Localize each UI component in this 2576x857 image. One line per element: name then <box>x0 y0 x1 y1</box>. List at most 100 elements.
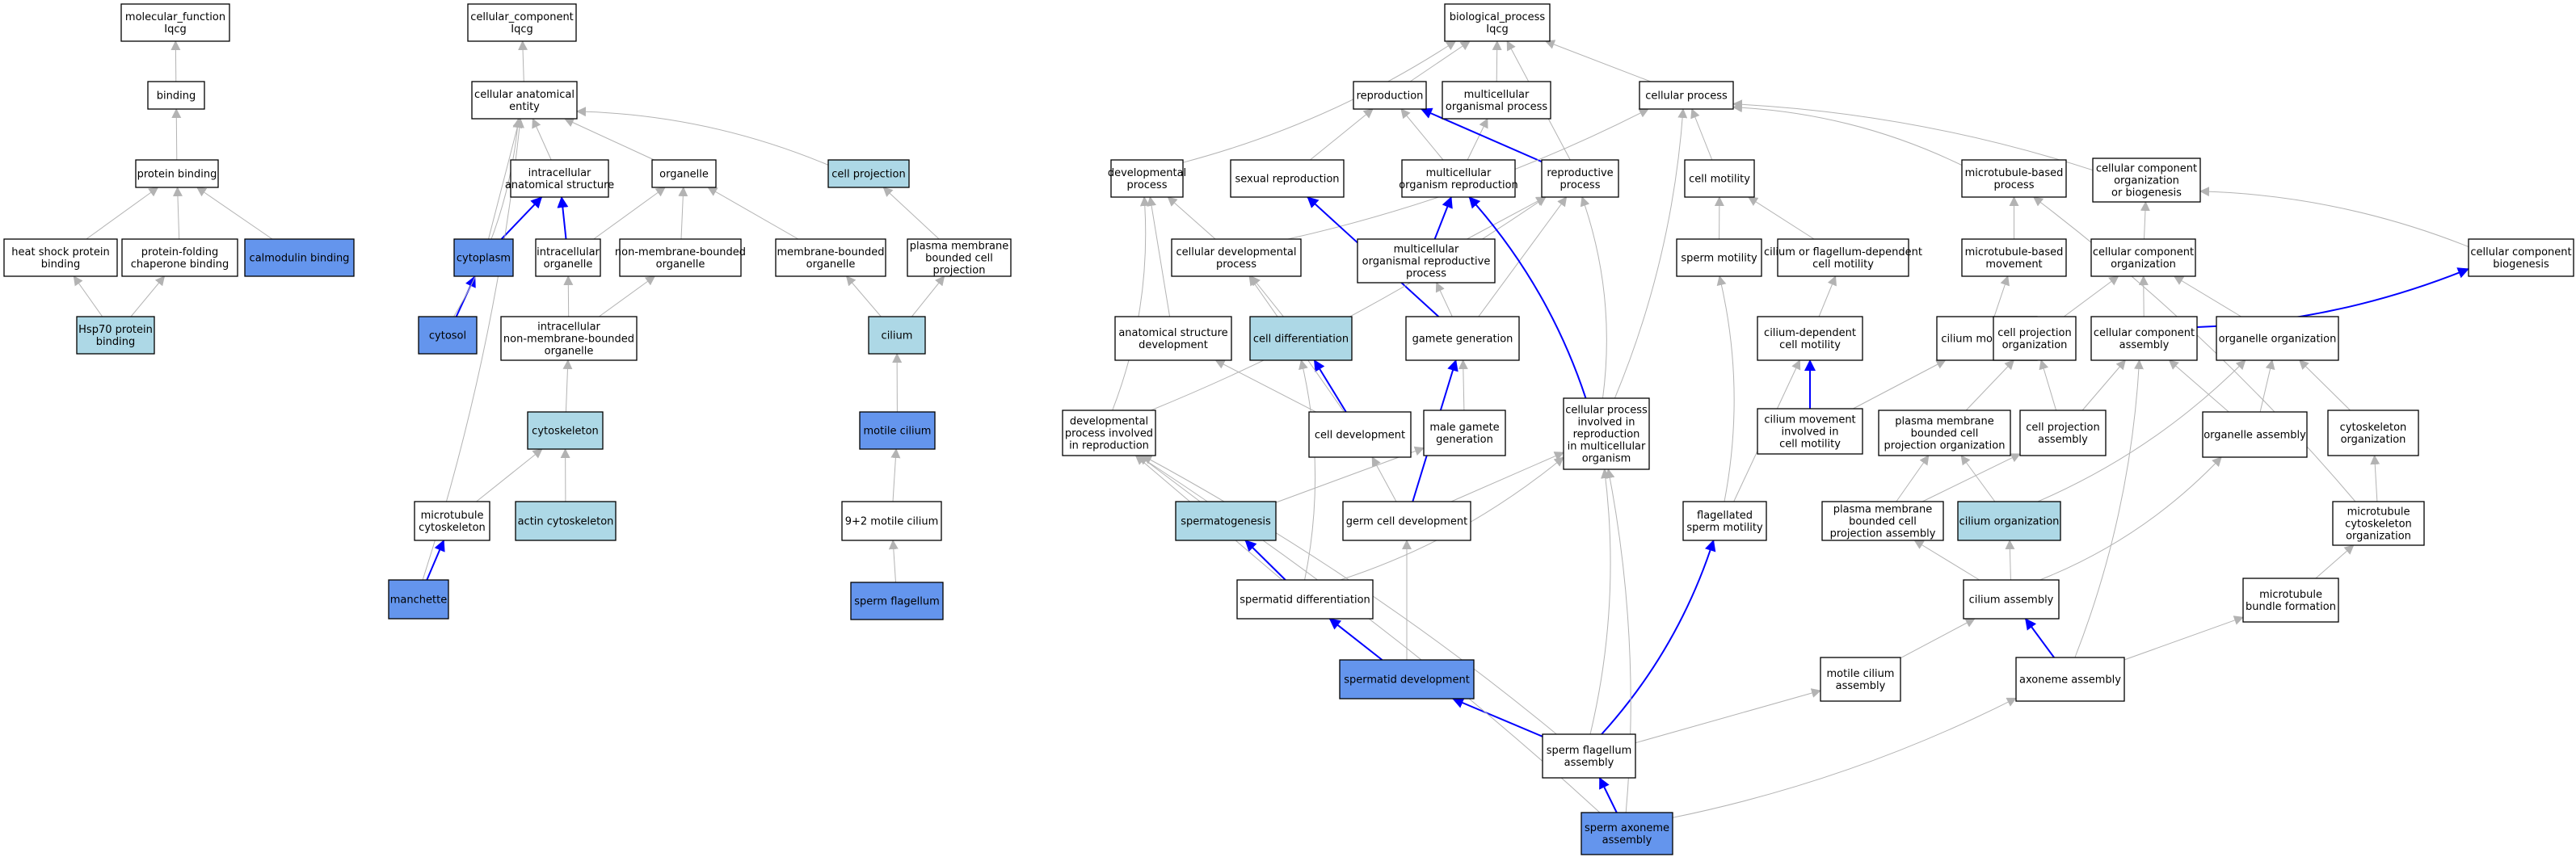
go-term-label-line: bounded cell <box>925 253 993 265</box>
go-term-node-cytoskeleton[interactable]: cytoskeleton <box>527 411 604 450</box>
go-term-node-cytoplasm[interactable]: cytoplasm <box>453 238 514 277</box>
go-term-node-celldev[interactable]: cell development <box>1308 411 1412 458</box>
go-term-node-spflag[interactable]: sperm flagellum <box>850 582 944 620</box>
go-term-label-line: cilium or flagellum-dependent <box>1764 246 1922 258</box>
go-term-box <box>1961 238 2067 277</box>
go-term-node-calb[interactable]: calmodulin binding <box>244 238 355 277</box>
edge-flagsm-to-spmot <box>1716 275 1735 502</box>
go-term-label-line: organelle <box>806 258 856 271</box>
go-term-node-actcyt[interactable]: actin cytoskeleton <box>515 501 617 541</box>
edge-reprodproc-to-repro <box>1420 107 1543 163</box>
go-term-label-line: male gamete <box>1429 422 1499 434</box>
go-term-label-line: cilium organization <box>1959 516 2060 528</box>
edge-cilorg-to-orgorg <box>2037 359 2246 502</box>
go-term-node-spermatog[interactable]: spermatogenesis <box>1175 501 1277 541</box>
go-term-node-cproj[interactable]: cell projection <box>827 159 910 188</box>
go-term-node-cytosol[interactable]: cytosol <box>418 316 478 355</box>
go-term-box <box>2019 410 2107 456</box>
go-term-node-cilium[interactable]: cilium <box>868 316 926 355</box>
edge-cilorg-to-pmbcpo <box>1960 455 1996 502</box>
go-term-node-spmot[interactable]: sperm motility <box>1676 238 1762 277</box>
go-term-label-line: cell motility <box>1812 258 1874 271</box>
go-term-node-orgasm[interactable]: organelle assembly <box>2202 411 2308 458</box>
go-term-node-ninetwo[interactable]: 9+2 motile cilium <box>841 501 942 541</box>
go-term-node-binding[interactable]: binding <box>147 81 205 110</box>
go-term-node-cellproc[interactable]: cellular process <box>1639 81 1734 110</box>
go-term-box <box>1820 657 1901 702</box>
go-term-box <box>1444 3 1551 42</box>
go-term-node-cellmot[interactable]: cell motility <box>1684 159 1755 198</box>
edge-cca-to-cco <box>2138 275 2149 317</box>
go-term-node-manchette[interactable]: manchette <box>388 579 449 620</box>
go-term-box <box>1062 410 1156 456</box>
edge-spdev-to-spdiff <box>1328 618 1383 661</box>
edge-celldevproc-to-devproc <box>1167 196 1216 240</box>
go-term-node-organelle[interactable]: organelle <box>651 159 717 188</box>
edge-malegam-to-gamgen <box>1458 359 1468 411</box>
edge-spflag-to-ninetwo <box>888 540 899 583</box>
go-term-node-motcil[interactable]: motile cilium <box>859 411 936 450</box>
go-term-box <box>1308 411 1412 458</box>
go-term-node-axasm[interactable]: axoneme assembly <box>2015 657 2125 702</box>
go-term-node-gcd[interactable]: germ cell development <box>1342 501 1471 541</box>
go-term-node-inmbo[interactable]: intracellularnon-membrane-boundedorganel… <box>500 316 638 361</box>
go-term-node-pb[interactable]: protein binding <box>135 159 219 188</box>
go-term-node-cilorg[interactable]: cilium organization <box>1957 501 2061 541</box>
go-term-node-cilasm[interactable]: cilium assembly <box>1963 579 2060 620</box>
go-term-node-spdiff[interactable]: spermatid differentiation <box>1236 579 1374 620</box>
go-term-node-gamgen[interactable]: gamete generation <box>1405 316 1520 361</box>
go-term-label-line: cilium <box>882 330 913 342</box>
go-term-label-line: bounded cell <box>1911 428 1979 440</box>
go-term-node-sexrep[interactable]: sexual reproduction <box>1230 159 1345 198</box>
go-term-node-spdev[interactable]: spermatid development <box>1339 659 1475 699</box>
go-term-node-orgorg[interactable]: organelle organization <box>2216 316 2339 361</box>
go-term-label-line: cell motility <box>1689 174 1750 186</box>
go-term-label-line: non-membrane-bounded <box>615 246 746 258</box>
go-term-node-repro[interactable]: reproduction <box>1353 81 1427 110</box>
go-term-node-celldiff[interactable]: cell differentiation <box>1249 316 1353 361</box>
